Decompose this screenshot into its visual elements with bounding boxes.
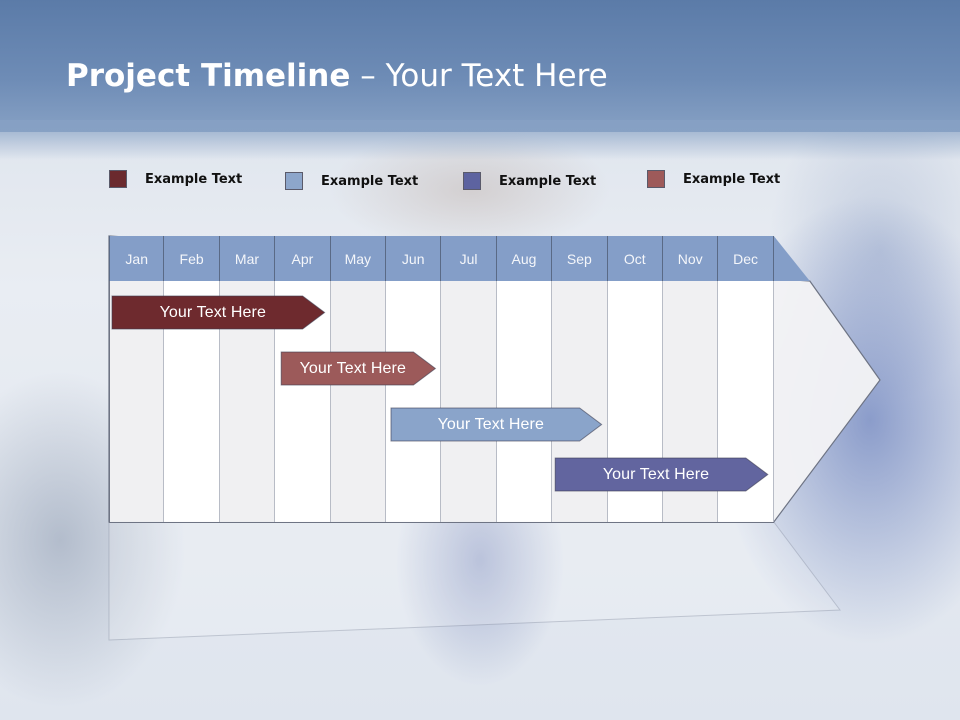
month-header-dec: Dec — [718, 236, 774, 281]
month-column-aug — [496, 281, 553, 522]
task-bar-3[interactable] — [390, 407, 603, 442]
legend-item-2: Example Text — [285, 172, 418, 190]
title-band-fade — [0, 120, 960, 160]
legend-item-1: Example Text — [109, 170, 242, 188]
month-header-jul: Jul — [441, 236, 497, 281]
legend: Example Text Example Text Example Text E… — [0, 170, 960, 194]
month-header-feb: Feb — [164, 236, 220, 281]
legend-swatch-2 — [285, 172, 303, 190]
month-header-oct: Oct — [607, 236, 663, 281]
legend-label-3: Example Text — [499, 173, 597, 189]
legend-swatch-3 — [463, 172, 481, 190]
legend-item-3: Example Text — [463, 172, 596, 190]
month-column-jul — [441, 281, 497, 522]
arrow-head-cap — [773, 236, 810, 281]
month-header-nov: Nov — [663, 236, 719, 281]
legend-label-1: Example Text — [145, 171, 243, 187]
legend-label-4: Example Text — [683, 171, 781, 187]
month-header-apr: Apr — [275, 236, 331, 281]
task-bar-label-4: Your Text Here — [602, 465, 710, 483]
title-band — [0, 0, 960, 132]
month-header-sep: Sep — [552, 236, 608, 281]
month-column-may — [330, 281, 386, 522]
month-header-aug: Aug — [496, 236, 553, 281]
month-header-jan: Jan — [109, 236, 165, 281]
slide-title: Project Timeline – Your Text Here — [66, 58, 608, 94]
month-header-mar: Mar — [219, 236, 276, 281]
title-rest: – Your Text Here — [350, 58, 608, 94]
legend-swatch-1 — [109, 170, 127, 188]
title-bold: Project Timeline — [66, 58, 351, 94]
legend-item-4: Example Text — [647, 170, 780, 188]
task-bar-label-2: Your Text Here — [299, 359, 406, 377]
task-bar-4[interactable] — [554, 457, 769, 492]
legend-swatch-4 — [647, 170, 665, 188]
task-bar-1[interactable] — [111, 295, 326, 330]
month-column-jun — [386, 281, 442, 522]
legend-label-2: Example Text — [321, 173, 419, 189]
timeline-bottom-border — [109, 522, 774, 523]
task-bar-2[interactable] — [280, 351, 437, 386]
task-bar-label-1: Your Text Here — [159, 303, 266, 321]
task-bar-label-3: Your Text Here — [437, 415, 544, 433]
month-header-may: May — [330, 236, 386, 281]
month-header-jun: Jun — [386, 236, 442, 281]
